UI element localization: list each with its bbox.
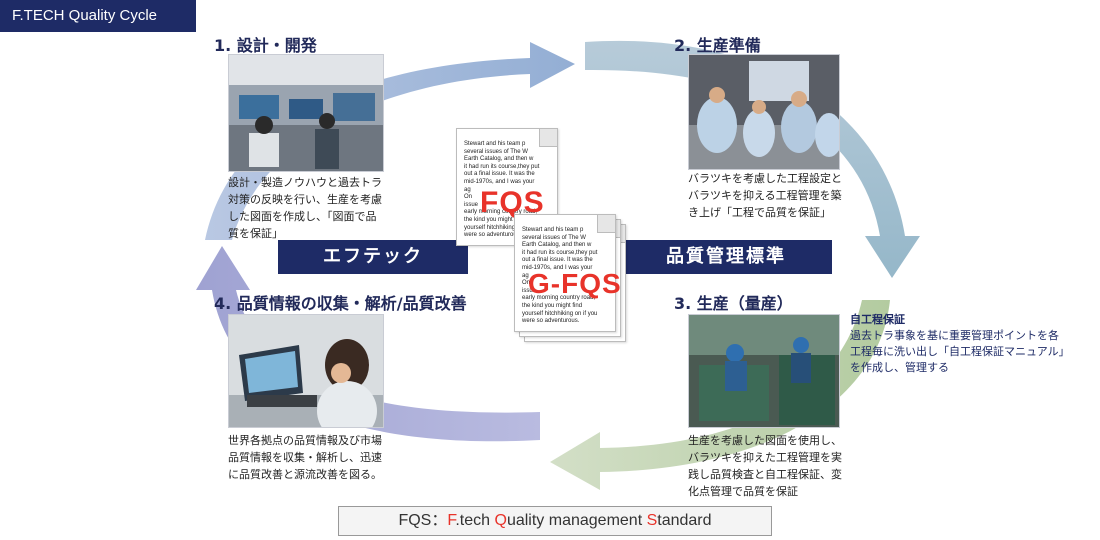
step-4-title: 4. 品質情報の収集・解析/品質改善: [214, 290, 467, 314]
step-2-description: バラツキを考慮した工程設定とバラツキを抑える工程管理を築き上げ「工程で品質を保証…: [688, 170, 844, 221]
legend-prefix: FQS：: [398, 512, 447, 529]
legend-q: Q: [495, 512, 507, 529]
legend-s: S: [647, 512, 658, 529]
step-2-photo: [688, 54, 840, 170]
step-3-title: 3. 生産（量産）: [674, 290, 793, 314]
step-4-description: 世界各拠点の品質情報及び市場品質情報を収集・解析し、迅速に品質改善と源流改善を図…: [228, 432, 388, 483]
note-body: 過去トラ事象を基に重要管理ポイントを各工程毎に洗い出し「自工程保証マニュアル」を…: [850, 328, 1066, 376]
gfqs-label: G-FQS: [528, 268, 622, 300]
band-left-label: エフテック: [278, 240, 468, 274]
band-right-label: 品質管理標準: [620, 240, 832, 274]
step-1-description: 設計・製造ノウハウと過去トラ対策の反映を行い、生産を考慮した図面を作成し、「図面…: [228, 174, 386, 242]
step-1-photo: [228, 54, 384, 172]
step-3-description: 生産を考慮した図面を使用し、バラツキを抑えた工程管理を実践し品質検査と自工程保証…: [688, 432, 848, 500]
page-title: F.TECH Quality Cycle: [0, 0, 196, 32]
note-title: 自工程保証: [850, 312, 1066, 328]
step-1-title: 1. 設計・開発: [214, 32, 317, 56]
self-process-assurance-note: 自工程保証 過去トラ事象を基に重要管理ポイントを各工程毎に洗い出し「自工程保証マ…: [850, 312, 1066, 376]
step-2-title: 2. 生産準備: [674, 32, 761, 56]
legend-q-rest: uality management: [507, 512, 647, 529]
step-3-photo: [688, 314, 840, 428]
fqs-legend: FQS：F.tech Quality management Standard: [338, 506, 772, 536]
legend-s-rest: tandard: [657, 512, 711, 529]
legend-f-rest: .tech: [455, 512, 494, 529]
step-4-photo: [228, 314, 384, 428]
